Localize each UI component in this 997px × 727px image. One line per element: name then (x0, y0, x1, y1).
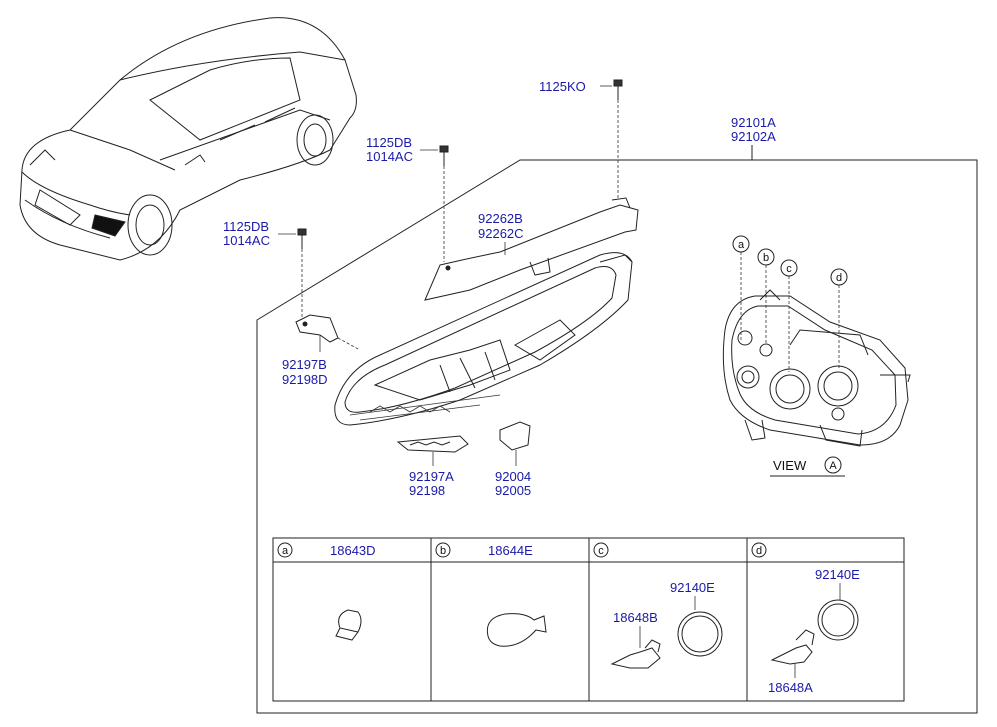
rear-view-drawing (722, 289, 911, 447)
table-part-b: 18644E (488, 543, 533, 558)
table-part-d-bulb: 18648A (768, 680, 813, 695)
label-bolt-top: 1125KO (539, 79, 586, 94)
label-bracket-side-2: 92198D (282, 372, 328, 387)
view-caption-text: VIEW (773, 458, 807, 473)
view-caption: VIEW A (770, 456, 845, 477)
view-caption-letter: A (829, 460, 837, 472)
table-part-a: 18643D (330, 543, 376, 558)
table-key-a: a (282, 545, 289, 557)
label-socket-2: 92005 (495, 483, 531, 498)
label-bolt-mid-1: 1125DB (366, 135, 412, 150)
bulb-large (486, 613, 547, 647)
label-socket-1: 92004 (495, 469, 531, 484)
label-lamp-assy-1: 92101A (731, 115, 776, 130)
assembly-boundary (256, 159, 978, 714)
label-bolt-left-2: 1014AC (223, 233, 270, 248)
callout-b: b (763, 252, 769, 264)
table-key-c: c (598, 545, 604, 557)
socket-part (499, 421, 531, 451)
callout-c: c (786, 263, 792, 275)
dust-cap-c (677, 611, 723, 657)
table-part-d-cap: 92140E (815, 567, 860, 582)
bulb-halogen-d (770, 629, 815, 665)
callout-d: d (836, 272, 842, 284)
label-bolt-left-1: 1125DB (223, 219, 269, 234)
label-bracket-lower-1: 92197A (409, 469, 454, 484)
upper-bracket (424, 197, 639, 301)
bulb-table: a 18643D b 18644E c d 92140E 18648B (272, 537, 905, 702)
dust-cap-d (817, 599, 859, 641)
side-bracket (295, 314, 339, 343)
label-bracket-upper-1: 92262B (478, 211, 523, 226)
callout-a: a (738, 239, 745, 251)
label-bracket-upper-2: 92262C (478, 226, 524, 241)
view-callouts: a b c d (732, 235, 848, 372)
lower-bracket (396, 435, 469, 453)
label-lamp-assy-2: 92102A (731, 129, 776, 144)
bolt-mid (439, 145, 449, 166)
table-key-d: d (756, 545, 762, 557)
bulb-wedge-small (335, 609, 362, 641)
label-bolt-mid-2: 1014AC (366, 149, 413, 164)
label-bracket-lower-2: 92198 (409, 483, 445, 498)
bolt-left (297, 228, 307, 249)
bolt-top (613, 79, 623, 100)
table-part-c-cap: 92140E (670, 580, 715, 595)
label-bracket-side-1: 92197B (282, 357, 327, 372)
table-part-c-bulb: 18648B (613, 610, 658, 625)
bulb-halogen-c (610, 639, 661, 669)
headlamp-assembly (334, 252, 633, 426)
table-key-b: b (440, 545, 446, 557)
car-illustration (19, 17, 357, 261)
